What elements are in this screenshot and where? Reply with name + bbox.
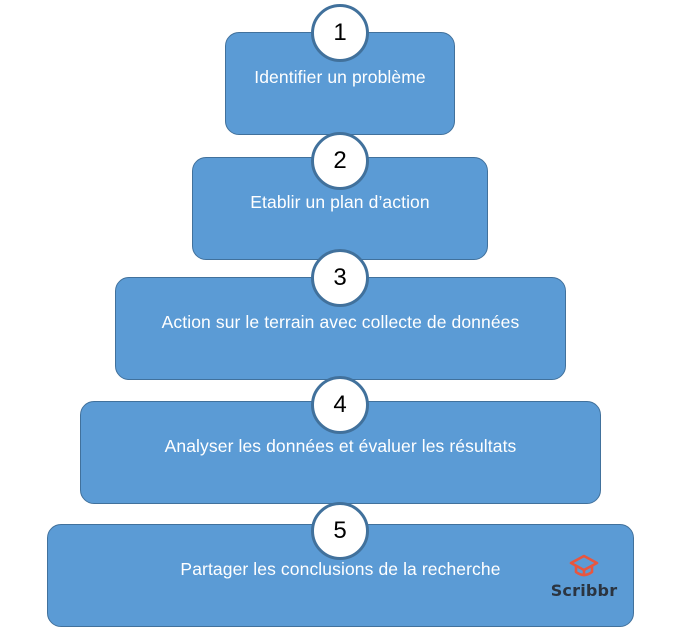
logo-text: Scribbr xyxy=(550,581,618,600)
step-4-label: Analyser les données et évaluer les résu… xyxy=(164,436,517,456)
step-2-number: 2 xyxy=(333,147,347,174)
step-1-label: Identifier un problème xyxy=(254,67,426,87)
step-3-badge: 3 xyxy=(311,249,369,307)
step-5-number: 5 xyxy=(333,517,347,544)
step-5-badge: 5 xyxy=(311,502,369,560)
step-4-number: 4 xyxy=(333,391,347,418)
step-3-number: 3 xyxy=(333,264,347,291)
step-3-label: Action sur le terrain avec collecte de d… xyxy=(161,312,520,332)
step-5-label: Partager les conclusions de la recherche xyxy=(180,559,501,579)
step-2-badge: 2 xyxy=(311,132,369,190)
step-4-badge: 4 xyxy=(311,376,369,434)
step-2-label: Etablir un plan d’action xyxy=(250,192,430,212)
scribbr-logo: Scribbr xyxy=(549,554,619,604)
graduation-cap-icon xyxy=(569,554,599,577)
step-1-number: 1 xyxy=(333,19,347,46)
step-1-badge: 1 xyxy=(311,4,369,62)
